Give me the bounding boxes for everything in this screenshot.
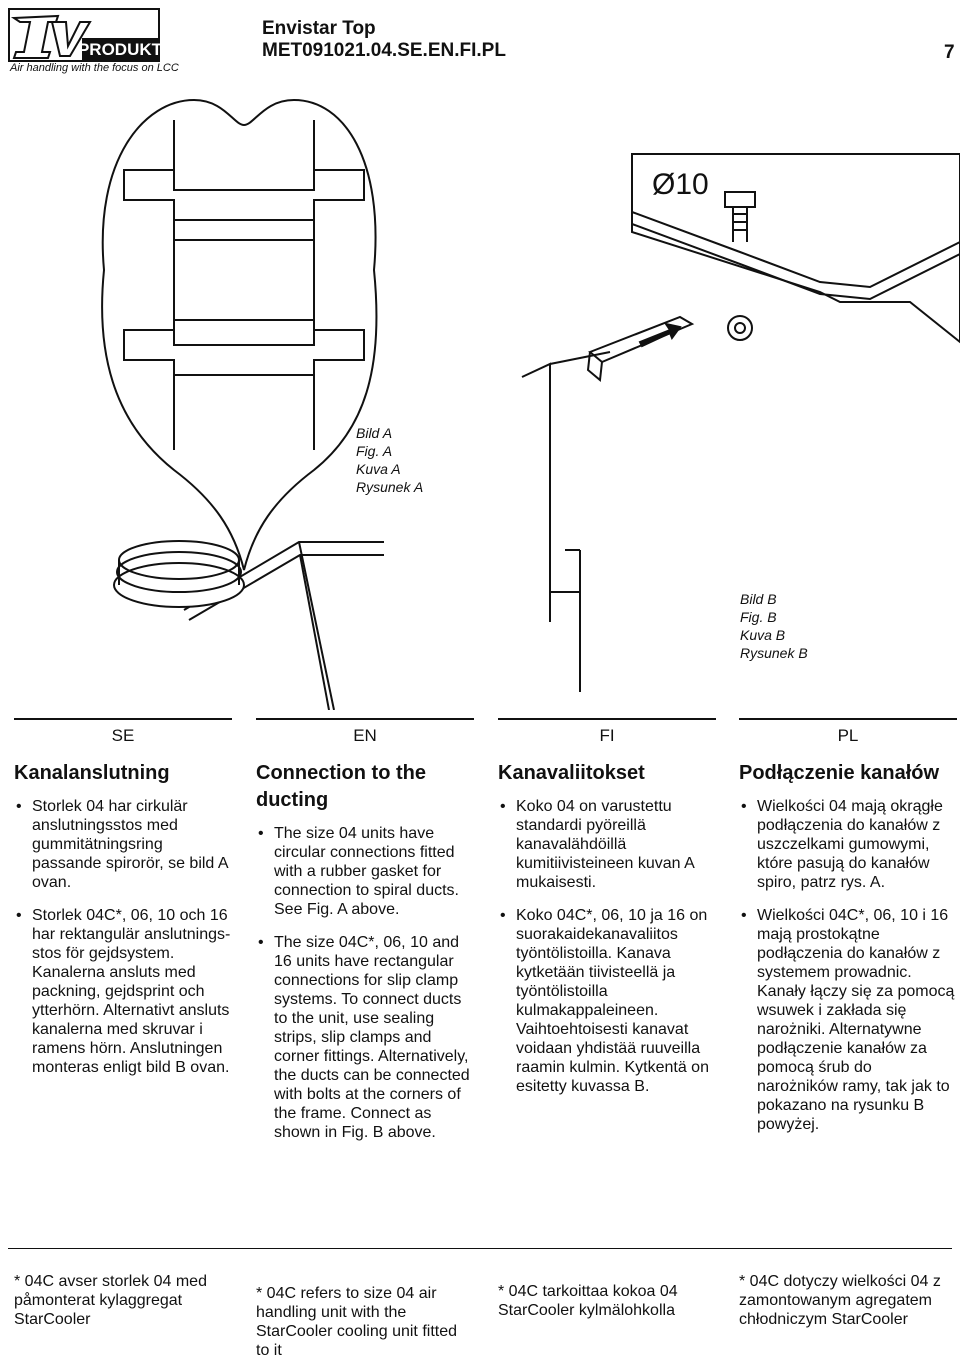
column-rule <box>256 718 474 720</box>
figure-a-caption-se: Bild A <box>356 425 393 441</box>
column-language: PL <box>837 726 859 745</box>
bullet-item: Koko 04C*, 06, 10 ja 16 on suorakaidekan… <box>498 906 716 1096</box>
column-pl: PL Podłączenie kanałów Wielkości 04 mają… <box>739 718 957 1148</box>
svg-text:PRODUKT: PRODUKT <box>78 40 160 59</box>
iv-produkt-logo: PRODUKT <box>8 8 160 62</box>
footnote-se: * 04C avser storlek 04 med påmonterat ky… <box>14 1273 207 1328</box>
column-en: EN Connection to the ducting The size 04… <box>256 718 474 1156</box>
figure-a-caption-pl: Rysunek A <box>356 479 424 495</box>
bullet-list: The size 04 units have circular connecti… <box>256 824 474 1142</box>
document-title-line2: MET091021.04.SE.EN.FI.PL <box>262 40 506 61</box>
footnote-fi: * 04C tarkoittaa kokoa 04 StarCooler kyl… <box>498 1283 678 1319</box>
page-number: 7 <box>944 42 955 63</box>
figure-b-rectangular-connection <box>521 153 960 692</box>
figure-a-caption-fi: Kuva A <box>356 461 401 477</box>
column-heading: Podłączenie kanałów <box>739 762 940 784</box>
document-title-line1: Envistar Top <box>262 18 376 39</box>
column-rule <box>14 718 232 720</box>
column-se: SE Kanalanslutning Storlek 04 har cirkul… <box>14 718 232 1091</box>
figure-a-caption: Bild A Fig. A Kuva A Rysunek A <box>356 424 423 496</box>
bullet-item: Wielkości 04C*, 06, 10 i 16 mają prostok… <box>739 906 957 1134</box>
figure-b-caption-fi: Kuva B <box>740 627 786 643</box>
bullet-list: Storlek 04 har cirkulär anslutningsstos … <box>14 797 232 1077</box>
bullet-list: Koko 04 on varustettu standardi pyöreill… <box>498 797 716 1096</box>
figure-b-caption: Bild B Fig. B Kuva B Rysunek B <box>740 590 808 662</box>
figure-a-circular-connection <box>101 98 384 710</box>
column-rule <box>739 718 957 720</box>
column-rule <box>498 718 716 720</box>
column-heading: Connection to the ducting <box>256 762 426 811</box>
figure-b-caption-en: Fig. B <box>740 609 777 625</box>
footnote-divider <box>8 1248 952 1249</box>
figure-a-caption-en: Fig. A <box>356 443 393 459</box>
column-language: SE <box>111 726 135 745</box>
bullet-item: Wielkości 04 mają okrągłe podłączenia do… <box>739 797 957 892</box>
figure-b-caption-pl: Rysunek B <box>740 645 808 661</box>
column-heading: Kanalanslutning <box>14 762 170 784</box>
bullet-item: Koko 04 on varustettu standardi pyöreill… <box>498 797 716 892</box>
bolt-dimension-label: Ø10 <box>652 168 709 201</box>
tagline: Air handling with the focus on LCC <box>10 62 179 74</box>
bullet-item: Storlek 04 har cirkulär anslutningsstos … <box>14 797 232 892</box>
column-fi: FI Kanavaliitokset Koko 04 on varustettu… <box>498 718 716 1110</box>
column-language: EN <box>353 726 377 745</box>
bullet-item: The size 04C*, 06, 10 and 16 units have … <box>256 933 474 1142</box>
footnote-en: * 04C refers to size 04 air handling uni… <box>256 1285 457 1359</box>
figure-b-caption-se: Bild B <box>740 591 777 607</box>
column-language: FI <box>599 726 615 745</box>
footnote-pl: * 04C dotyczy wielkości 04 z zamontowany… <box>739 1273 941 1328</box>
column-heading: Kanavaliitokset <box>498 762 645 784</box>
bullet-list: Wielkości 04 mają okrągłe podłączenia do… <box>739 797 957 1134</box>
document-title: Envistar Top MET091021.04.SE.EN.FI.PL <box>262 18 506 62</box>
bullet-item: Storlek 04C*, 06, 10 och 16 har rektangu… <box>14 906 232 1077</box>
bullet-item: The size 04 units have circular connecti… <box>256 824 474 919</box>
